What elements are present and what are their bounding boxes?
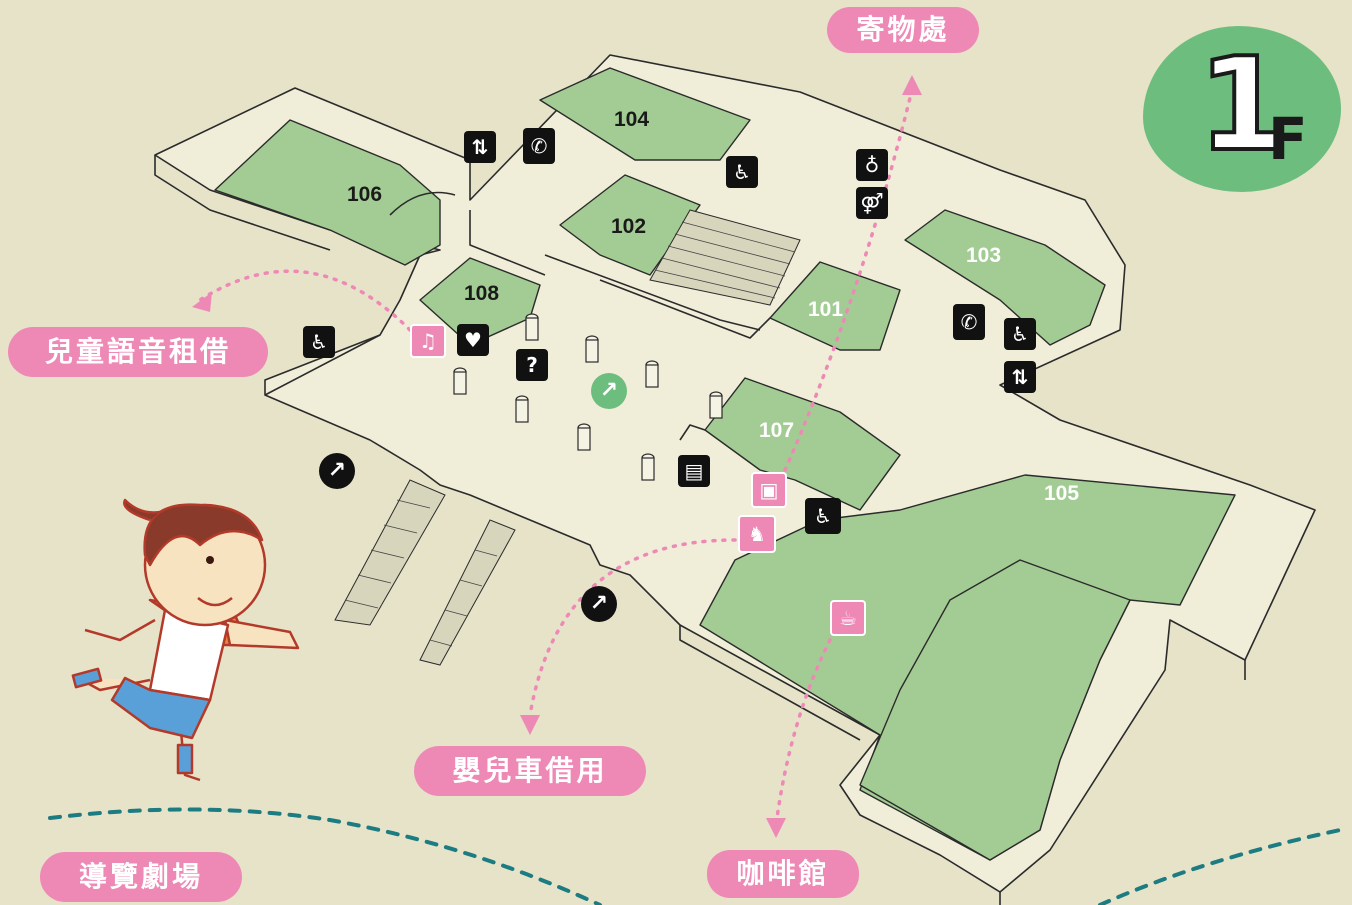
stair-lines: [344, 221, 796, 647]
room-label-104: 104: [614, 108, 649, 131]
staircases: [334, 209, 801, 666]
room-label-106: 106: [347, 183, 382, 206]
mascot-sock-back: [71, 667, 103, 689]
locker-icon[interactable]: ▣: [751, 472, 787, 508]
accessible-elevator-icon[interactable]: ♿: [726, 156, 758, 188]
room-label-105: 105: [1044, 482, 1079, 505]
mascot-hair: [143, 503, 264, 567]
aed-icon[interactable]: ♥: [457, 324, 489, 356]
elevator-icon[interactable]: ⇅: [1004, 361, 1036, 393]
arrowhead-up: [902, 75, 922, 95]
room-label-101: 101: [808, 298, 843, 321]
information-icon[interactable]: ?: [516, 349, 548, 381]
room-103-floor: [904, 209, 1106, 346]
arrowhead-left: [192, 292, 212, 312]
callout-guided-theater[interactable]: 導覽劇場: [40, 852, 242, 902]
shop-icon[interactable]: ▤: [678, 455, 710, 487]
elevator-icon[interactable]: ⇅: [464, 131, 496, 163]
route-to-stroller: [528, 538, 737, 717]
restroom-icon[interactable]: ⚤: [856, 187, 888, 219]
telephone-icon[interactable]: ✆: [953, 304, 985, 340]
arrowhead-down-cafe: [766, 818, 786, 838]
accessible-restroom-icon[interactable]: ♿: [1004, 318, 1036, 350]
outdoor-path: [48, 807, 1342, 905]
mascot-front-leg: [178, 719, 201, 782]
mascot-eye: [206, 556, 214, 564]
room-labels: 104 106 102 103 108 101 107 105: [347, 108, 1079, 505]
baby-changing-icon[interactable]: ♁: [856, 149, 888, 181]
pillars: [453, 313, 723, 481]
room-label-102: 102: [611, 215, 646, 238]
arrow-up-right-icon[interactable]: ↗: [319, 453, 355, 489]
child-mascot: [71, 498, 300, 782]
callout-locker[interactable]: 寄物處: [827, 7, 979, 53]
room-label-108: 108: [464, 282, 499, 305]
room-label-103: 103: [966, 244, 1001, 267]
arrowhead-down-stroller: [520, 715, 540, 735]
walls: [154, 155, 1246, 905]
route-to-audio-rental: [198, 269, 412, 332]
room-104-floor: [539, 67, 751, 161]
room-101-floor: [769, 261, 901, 351]
route-to-cafe: [774, 638, 832, 827]
floor-badge: [1143, 26, 1341, 192]
route-lines: [198, 88, 914, 827]
route-to-locker: [783, 88, 914, 472]
room-label-107: 107: [759, 419, 794, 442]
arrow-up-right-icon[interactable]: ↗: [591, 373, 627, 409]
mascot-arm: [223, 618, 300, 650]
room-floors: [214, 67, 1236, 861]
accessible-elevator-icon[interactable]: ♿: [303, 326, 335, 358]
telephone-icon[interactable]: ✆: [523, 128, 555, 164]
floor-number: 1: [1196, 31, 1289, 180]
callout-cafe[interactable]: 咖啡館: [707, 850, 859, 898]
room-106-floor: [214, 119, 441, 266]
callout-audio-rental[interactable]: 兒童語音租借: [8, 327, 268, 377]
mascot-back-arm: [84, 618, 156, 642]
mascot-sock-front: [176, 743, 194, 775]
mascot-hair-tuft: [123, 498, 161, 522]
wheelchair-icon[interactable]: ♿: [805, 498, 841, 534]
stroller-icon[interactable]: ♞: [738, 515, 776, 553]
mascot-smile: [197, 597, 233, 607]
coffee-cup-icon[interactable]: ☕: [830, 600, 866, 636]
room-107-floor: [704, 377, 901, 511]
floor-suffix: F: [1268, 105, 1308, 173]
headphones-icon[interactable]: ♫: [410, 324, 446, 358]
room-105-lower-floor: [859, 559, 1131, 861]
arrow-up-right-icon[interactable]: ↗: [581, 586, 617, 622]
route-arrowheads: [192, 75, 922, 838]
callout-stroller[interactable]: 嬰兒車借用: [414, 746, 646, 796]
mascot-shorts: [110, 676, 212, 740]
